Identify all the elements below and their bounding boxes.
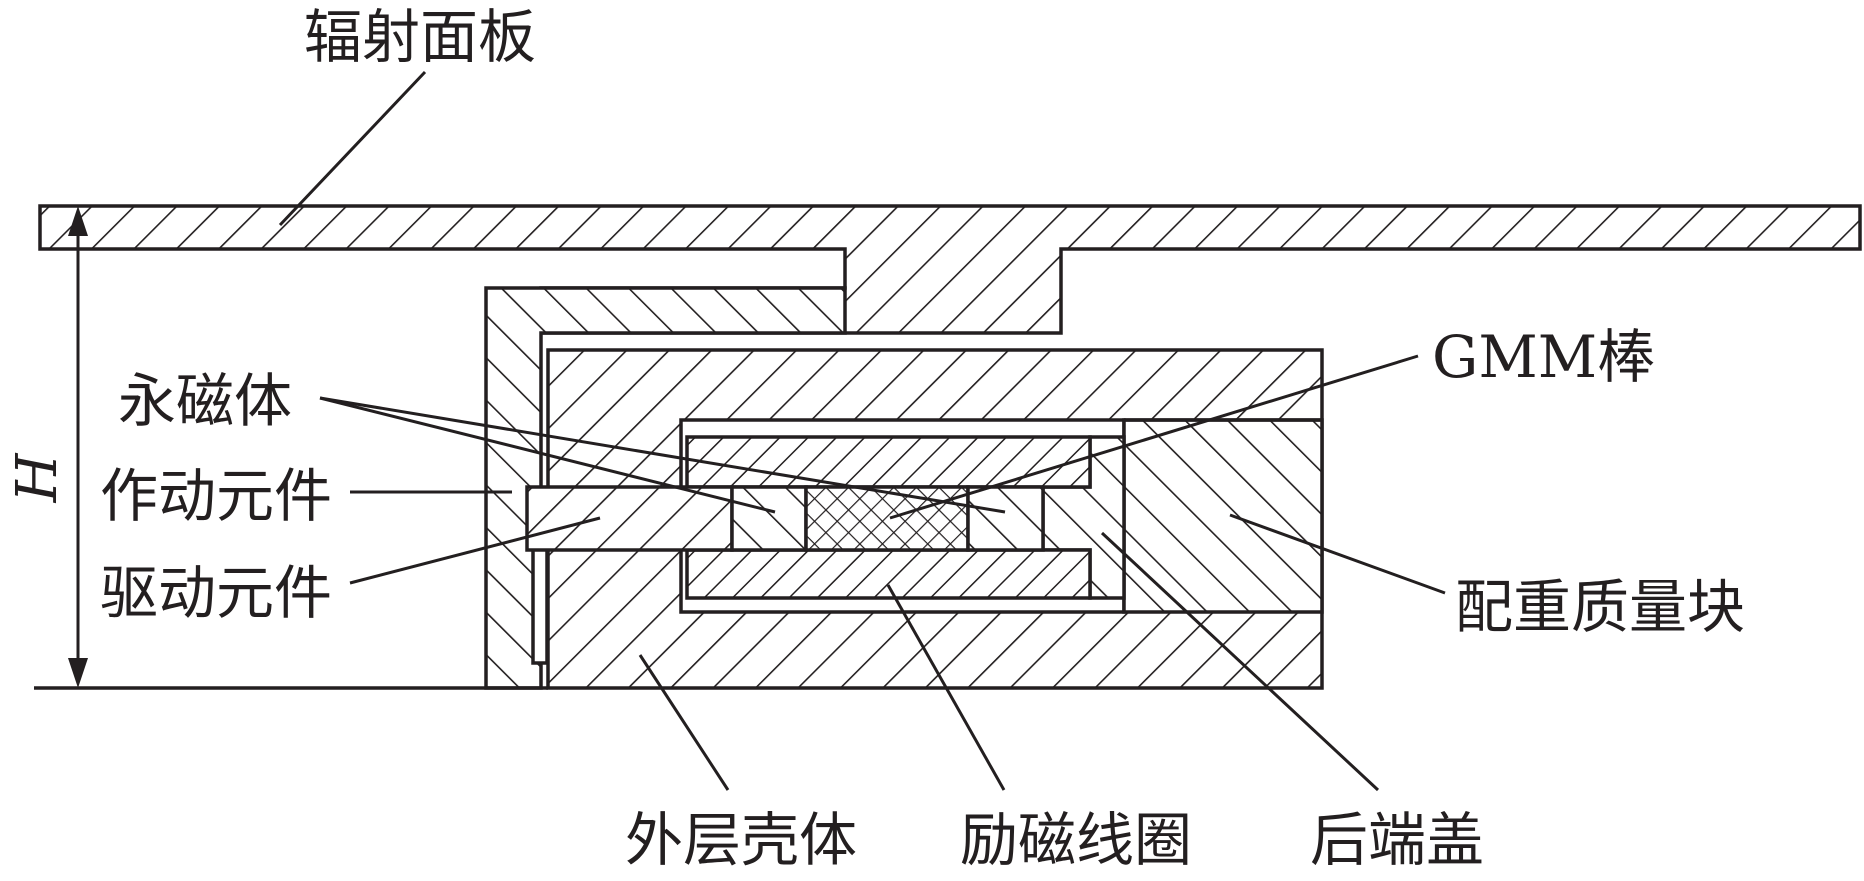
label-driving-element: 驱动元件 (100, 559, 332, 627)
leader-permanent-magnet (319, 396, 1006, 514)
leader-outer-shell (638, 654, 730, 791)
permanent-magnet-right (966, 485, 1045, 552)
gmm-rod-part (804, 485, 970, 552)
outer-shell-slot (531, 543, 549, 665)
excitation-coil-lower (685, 548, 1092, 600)
label-excitation-coil: 励磁线圈 (960, 806, 1192, 874)
leader-rear-end-cover (1100, 531, 1380, 792)
label-radiation-panel: 辐射面板 (304, 3, 536, 71)
label-actuating-element: 作动元件 (100, 462, 332, 530)
driving-element-part (525, 485, 734, 552)
permanent-magnet-left (730, 485, 808, 552)
leader-gmm-rod (889, 354, 1419, 520)
radiation-panel-part (38, 204, 1862, 335)
label-counterweight-block: 配重质量块 (1455, 573, 1745, 641)
label-gmm-rod: GMM棒 (1432, 323, 1655, 391)
leader-excitation-coil (886, 584, 1006, 791)
leader-counterweight (1229, 513, 1446, 595)
leader-driving-element (349, 516, 601, 585)
label-permanent-magnet: 永磁体 (118, 367, 292, 435)
counterweight-block-part (1122, 418, 1324, 614)
excitation-coil-upper (685, 435, 1092, 489)
label-height-symbol: H (5, 452, 70, 503)
leader-radiation-panel (278, 70, 427, 227)
label-rear-end-cover: 后端盖 (1310, 806, 1484, 874)
height-dimension-arrow (68, 206, 88, 688)
label-outer-shell: 外层壳体 (625, 806, 857, 874)
